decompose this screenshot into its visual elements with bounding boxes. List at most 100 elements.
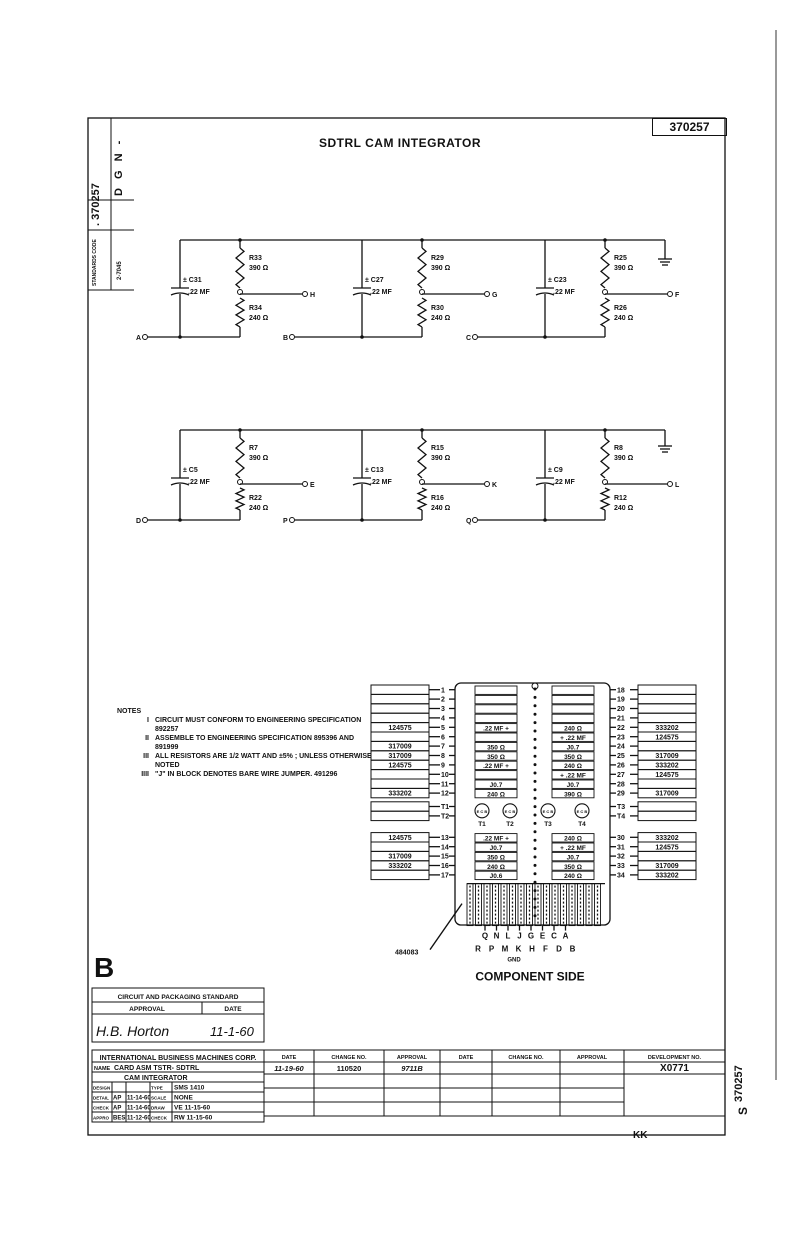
pin-number: 2 (441, 697, 445, 704)
resistor (234, 487, 246, 511)
tb-row-date: 11-12-60 (127, 1116, 151, 1122)
development-cell (623, 1073, 726, 1117)
via-dot (533, 737, 537, 741)
part-box (637, 801, 697, 812)
ground-label: GND (507, 958, 521, 964)
tb-row-date: 11-14-60 (127, 1106, 151, 1112)
leader-arrow (429, 903, 463, 950)
junction-dot (360, 518, 364, 522)
tb-approval: APPROVAL (129, 1006, 165, 1013)
connector-letter: P (489, 945, 495, 954)
tb-cell (171, 1111, 265, 1123)
transistor-pins: E C B (505, 809, 516, 814)
inner-component (474, 870, 518, 881)
pin-number: 26 (617, 763, 625, 770)
pin-number: 29 (617, 791, 625, 798)
part-number: 124575 (655, 772, 678, 779)
tb-row-value2: NONE (174, 1095, 193, 1102)
change-cell-empty (383, 1073, 441, 1089)
transistor-label: T4 (578, 821, 586, 828)
tb-row-key2: TYPE (151, 1086, 163, 1091)
via-dot (533, 813, 537, 817)
pin-number: 30 (617, 835, 625, 842)
pin-number: 11 (441, 781, 449, 788)
tb-row-key: CHECK (93, 1106, 110, 1111)
resistor (599, 487, 611, 511)
change-cell-empty (491, 1101, 561, 1117)
transistor-label: T1 (478, 821, 486, 828)
connector-letter: L (506, 932, 511, 941)
tb-row-value: AP (113, 1106, 121, 1112)
pin-number: 5 (441, 725, 445, 732)
inner-value: 350 Ω (564, 754, 582, 761)
resistor-label: R30 (431, 305, 444, 312)
resistor-value: 390 Ω (431, 455, 451, 462)
resistor-label: R15 (431, 445, 444, 452)
inner-component (474, 861, 518, 871)
inner-component (551, 861, 595, 871)
resistor-label: R12 (614, 495, 627, 502)
inner-component (551, 732, 595, 742)
capacitor-label: ± C5 (183, 467, 198, 474)
part-box (370, 693, 430, 705)
output-label: E (310, 482, 315, 489)
inner-component (474, 779, 518, 789)
resistor-value: 390 Ω (614, 455, 634, 462)
transistor-symbol (540, 803, 556, 819)
inner-value: 240 Ω (564, 836, 582, 843)
inner-value: + .22 MF (560, 845, 586, 852)
resistor-label: R25 (614, 255, 627, 262)
output-label: L (675, 482, 680, 489)
change-cell-empty (313, 1073, 385, 1089)
input-terminal (472, 334, 478, 340)
inner-value: + .22 MF (560, 773, 586, 780)
part-number: 124575 (388, 835, 411, 842)
inner-value: 350 Ω (487, 744, 505, 751)
change-value: 9711B (401, 1064, 423, 1073)
inner-component (551, 833, 595, 843)
output-terminal (667, 481, 673, 487)
via-dot (533, 754, 537, 758)
input-terminal (472, 517, 478, 523)
inner-value: .22 MF + (483, 836, 509, 843)
via-dot (533, 695, 537, 699)
junction-dot (360, 335, 364, 339)
resistor (416, 487, 428, 511)
resistor-label: R29 (431, 255, 444, 262)
resistor-label: R34 (249, 305, 262, 312)
via-dot (533, 771, 537, 775)
inner-component (474, 842, 518, 852)
via-dot (533, 704, 537, 708)
inner-component (551, 723, 595, 733)
corner-mark: KK (633, 1130, 648, 1141)
connector-letter: E (540, 932, 546, 941)
input-label: A (136, 335, 141, 342)
part-number: 317009 (388, 744, 411, 751)
change-cell-empty (559, 1087, 625, 1103)
signature-date: 11-1-60 (210, 1024, 255, 1039)
inner-component (551, 741, 595, 752)
transistor-label: T2 (506, 821, 514, 828)
drawing-number: 370257 (652, 118, 727, 136)
junction-dot (238, 428, 242, 432)
inner-component (474, 685, 518, 695)
note-text: ASSEMBLE TO ENGINEERING SPECIFICATION 89… (155, 735, 355, 751)
tb-name-value: CARD ASM TSTR- SDTRL (114, 1065, 200, 1072)
notes-heading: NOTES (117, 708, 142, 715)
part-box (637, 712, 697, 724)
transistor-label: T3 (544, 821, 552, 828)
via-dot (533, 872, 537, 876)
inner-component (551, 779, 595, 789)
inner-component (474, 723, 518, 733)
resistor-label: R33 (249, 255, 262, 262)
pin-number: 31 (617, 844, 625, 851)
part-box (637, 850, 697, 862)
pin-number: 6 (441, 734, 445, 741)
change-cell (491, 1061, 561, 1075)
pin-number: 21 (617, 716, 625, 723)
connector-letter: Q (482, 932, 488, 941)
connector-letter: H (529, 945, 535, 954)
inner-value: J0.7 (567, 782, 580, 789)
